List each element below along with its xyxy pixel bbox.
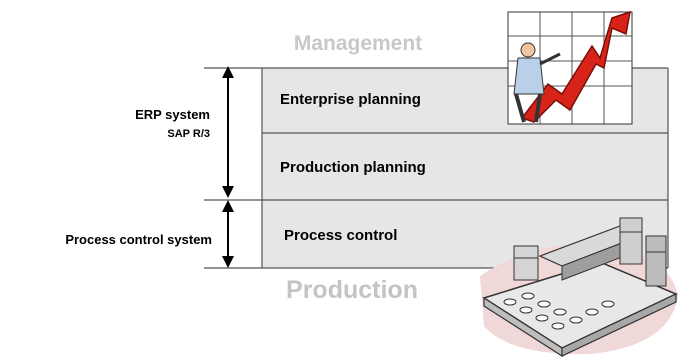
process-control-span-arrow xyxy=(222,200,234,268)
erp-span-arrow xyxy=(222,66,234,198)
production-label: Production xyxy=(286,276,418,304)
factory-machinery-icon xyxy=(480,217,678,358)
process-control-system-label: Process control system xyxy=(65,232,212,247)
enterprise-planning-label: Enterprise planning xyxy=(280,91,421,108)
businessman-growth-chart-icon xyxy=(507,10,633,125)
process-control-label: Process control xyxy=(284,227,398,244)
sap-r3-label: SAP R/3 xyxy=(167,128,210,140)
layer-production-planning xyxy=(262,133,668,200)
erp-system-label: ERP system xyxy=(135,107,210,122)
management-label: Management xyxy=(293,32,423,55)
production-planning-label: Production planning xyxy=(280,159,426,176)
